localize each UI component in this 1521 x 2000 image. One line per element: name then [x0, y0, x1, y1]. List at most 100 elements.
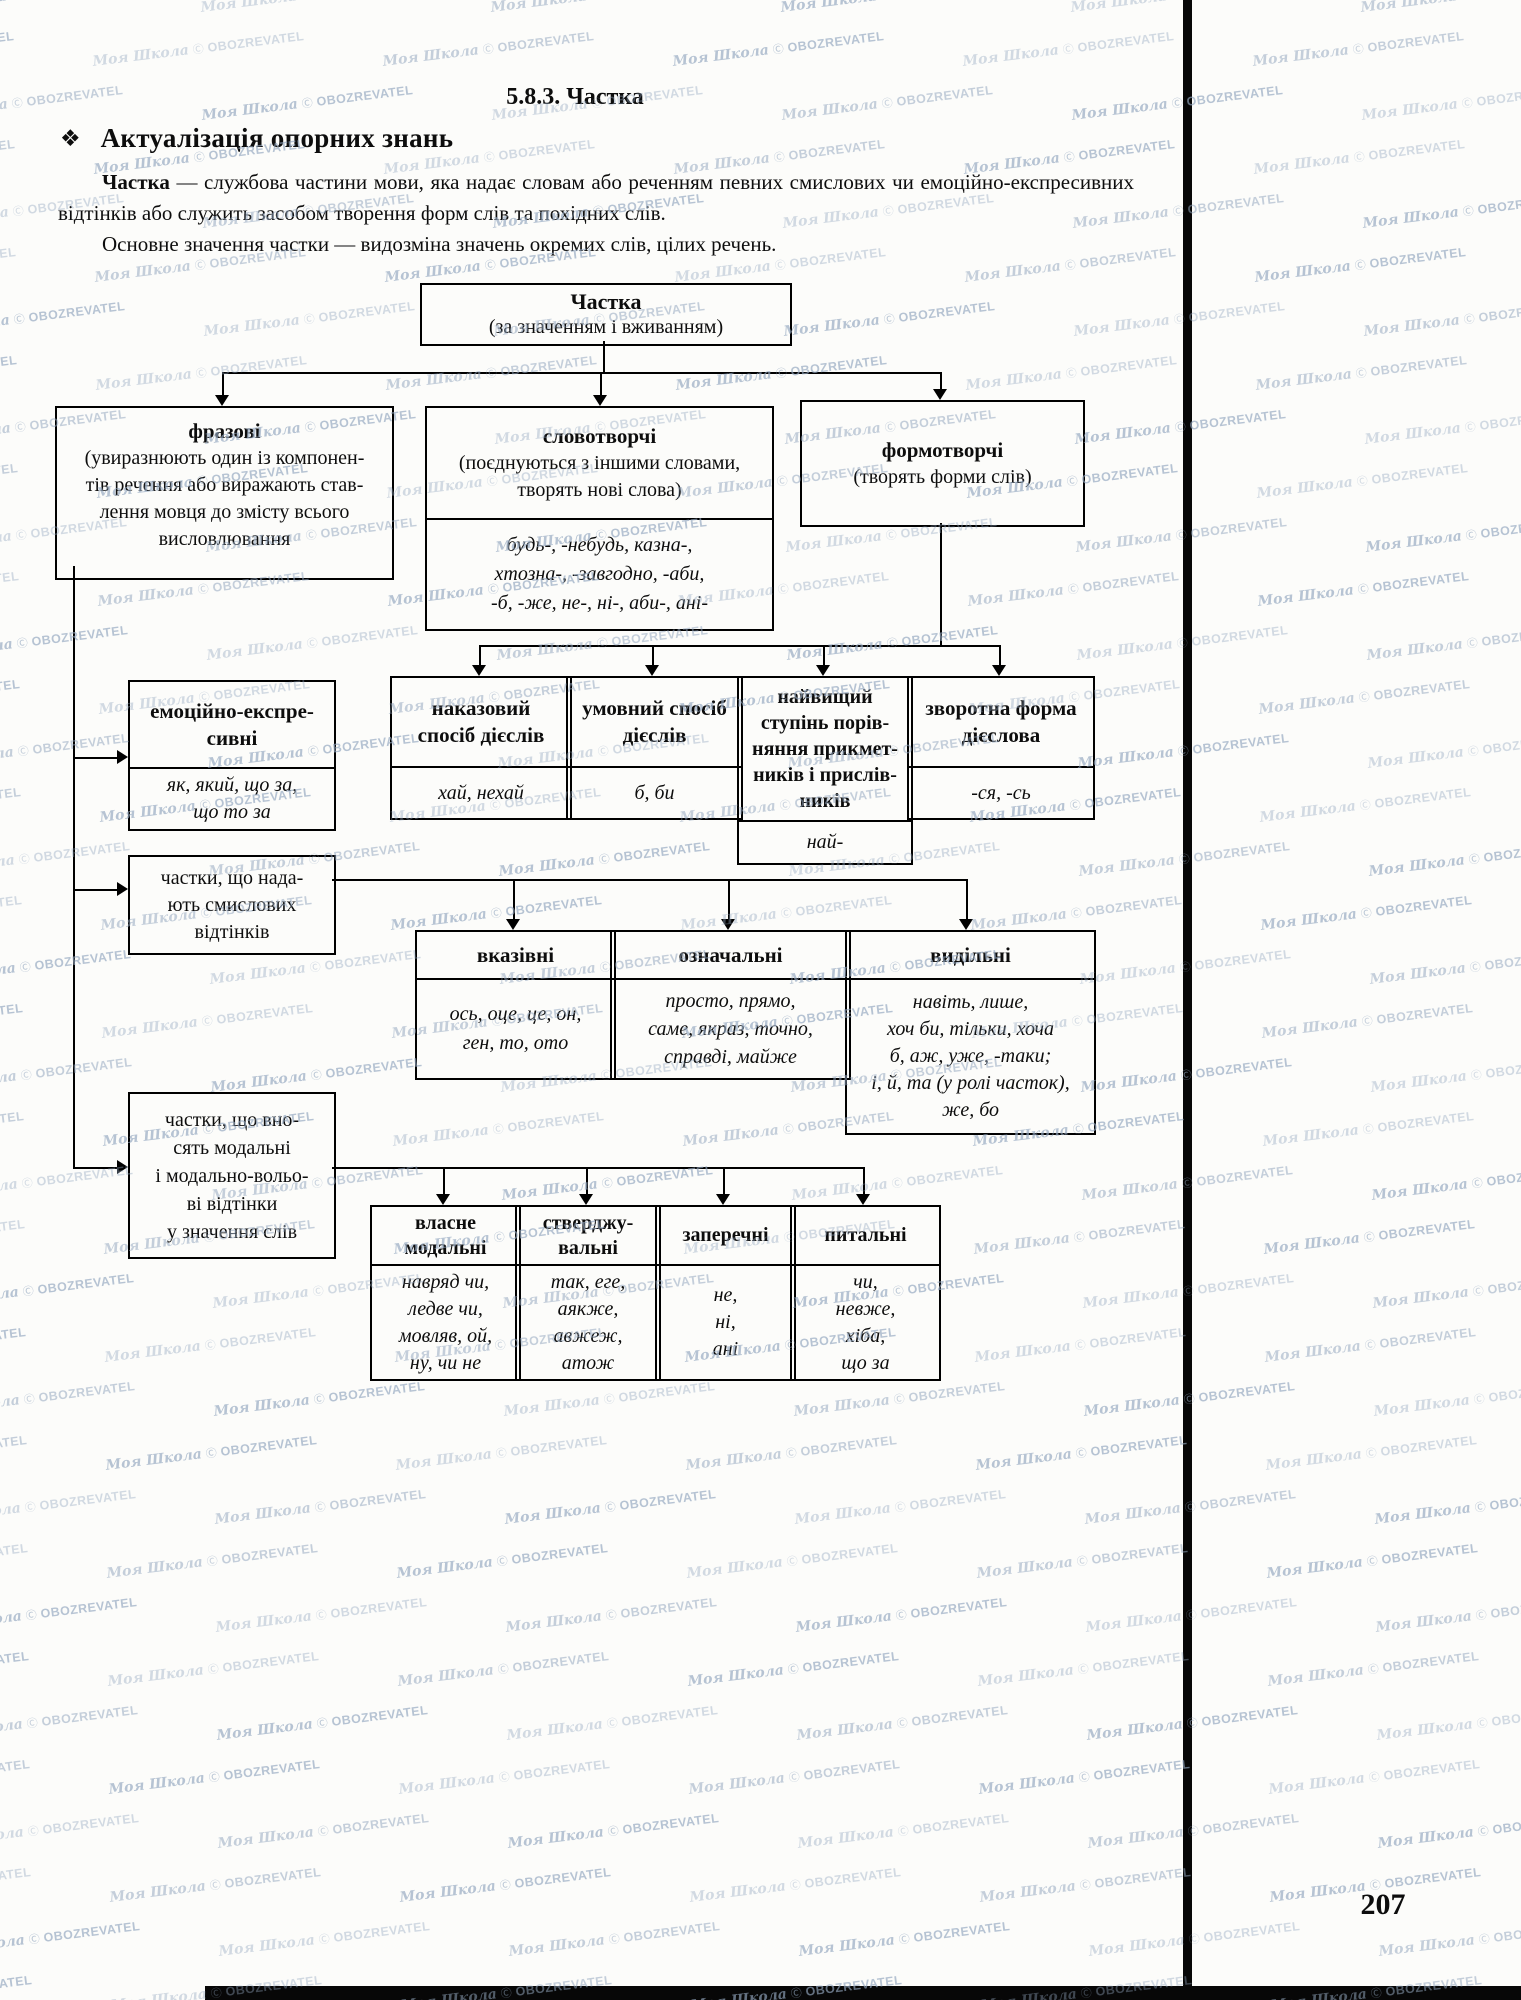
node-zaperechni-head: заперечні [657, 1207, 794, 1264]
node-emotsiini-title: емоційно-експре- сивні [150, 698, 314, 750]
node-umovnyi-examples: б, би [568, 766, 741, 818]
connector-modalni-rail [332, 1167, 863, 1169]
connector-to-emotsiini [73, 757, 117, 759]
node-chastky-modalni: частки, що вно- сять модальні і модально… [128, 1092, 336, 1259]
node-pytalni-title: питальні [824, 1224, 907, 1246]
node-pytalni-head: питальні [792, 1207, 939, 1264]
node-slovotvorchi-head: словотворчі (поєднуються з іншими словам… [427, 408, 772, 518]
node-vydilni-title: видільні [930, 942, 1011, 967]
node-zaperechni: заперечні не, ні, ані [655, 1205, 796, 1381]
connector-level1-rail [222, 372, 940, 374]
arrowhead-right-icon [117, 1160, 128, 1174]
node-zvorotna-head: зворотна форма дієслова [909, 678, 1093, 766]
node-formotvorchi-desc: (творять форми слів) [853, 465, 1032, 488]
connector-to-stverdzhuvalni [586, 1167, 588, 1194]
arrowhead-right-icon [117, 750, 128, 764]
intro-paragraph: Частка — службова частини мови, яка нада… [58, 167, 1134, 229]
node-oznachalni-title: означальні [678, 942, 783, 967]
node-slovotvorchi-examples: будь-, -небудь, казна-, хтозна-, -завгод… [427, 518, 772, 629]
node-nakazovyi-sposib: наказовий спосіб дієслів хай, нехай [390, 676, 572, 820]
node-naivyshchyi-stupin: найвищий ступінь порів- няння прикмет- н… [737, 676, 913, 865]
node-oznachalni: означальні просто, прямо, саме, якраз, т… [610, 930, 851, 1080]
connector-to-vydilni [966, 879, 968, 919]
node-formotvorchi: формотворчі (творять форми слів) [800, 400, 1085, 527]
node-umovnyi-title: умовний спосіб дієслів [582, 696, 727, 747]
connector-to-formotvorchi [940, 372, 942, 389]
node-emotsiini-head: емоційно-експре- сивні [130, 682, 334, 767]
node-stverdzhuvalni-title: стверджу- вальні [542, 1211, 634, 1259]
node-pytalni-examples: чи, невже, хіба, що за [792, 1264, 939, 1379]
connector-form-rail [479, 645, 999, 647]
node-zvorotna-forma: зворотна форма дієслова -ся, -сь [907, 676, 1095, 820]
connector-smyslovi-rail [332, 879, 968, 881]
node-vkazivni-examples: ось, оце, це, он, ген, то, ото [417, 978, 614, 1078]
connector-to-modalni [73, 1167, 117, 1169]
node-oznachalni-head: означальні [612, 932, 849, 978]
arrowhead-right-icon [117, 882, 128, 896]
node-naivyshchyi-examples: най- [739, 820, 911, 863]
node-pytalni: питальні чи, невже, хіба, що за [790, 1205, 941, 1381]
arrowhead-down-icon [436, 1194, 450, 1205]
arrowhead-down-icon [856, 1194, 870, 1205]
node-zvorotna-examples: -ся, -сь [909, 766, 1093, 818]
arrowhead-down-icon [472, 665, 486, 676]
node-vydilni-examples: навіть, лише, хоч би, тільки, хоча б, аж… [847, 978, 1094, 1133]
node-slovotvorchi-title: словотворчі [542, 423, 657, 448]
node-nakazovyi-head: наказовий спосіб дієслів [392, 678, 570, 766]
node-emotsiini-examples: як, який, що за, що то за [130, 767, 334, 829]
connector-to-naivyshchyi [823, 645, 825, 665]
node-slovotvorchi-desc: (поєднуються з іншими словами, творять н… [458, 451, 741, 501]
node-frazovi-desc: (увиразнюють один із компонен- тів речен… [84, 447, 365, 550]
arrowhead-down-icon [215, 395, 229, 406]
arrowhead-down-icon [593, 395, 607, 406]
page-number: 207 [1360, 1888, 1406, 1921]
connector-frazovi-stem [73, 566, 75, 1169]
arrowhead-down-icon [579, 1194, 593, 1205]
node-chastky-smyslovi: частки, що нада- ють смислових відтінків [128, 855, 336, 955]
node-nakazovyi-examples: хай, нехай [392, 766, 570, 818]
arrowhead-down-icon [645, 665, 659, 676]
node-umovnyi-head: умовний спосіб дієслів [568, 678, 741, 766]
node-formotvorchi-title: формотворчі [881, 437, 1004, 462]
arrowhead-down-icon [716, 1194, 730, 1205]
diamond-bullet-icon: ❖ [60, 125, 81, 152]
connector-formotvorchi-stem [940, 523, 942, 645]
node-slovotvorchi: словотворчі (поєднуються з іншими словам… [425, 406, 774, 631]
node-zaperechni-examples: не, ні, ані [657, 1264, 794, 1379]
node-zaperechni-title: заперечні [682, 1224, 769, 1246]
node-stverdzhuvalni-examples: так, еге, аякже, авжеж, атож [517, 1264, 659, 1379]
connector-to-zvorotna [999, 645, 1001, 665]
node-vkazivni-title: вказівні [476, 942, 555, 967]
node-zvorotna-title: зворотна форма дієслова [925, 696, 1077, 747]
node-frazovi-title: фразові [188, 419, 261, 443]
node-vkazivni-head: вказівні [417, 932, 614, 978]
node-emotsiino-ekspresyvni: емоційно-експре- сивні як, який, що за, … [128, 680, 336, 831]
node-vlasne-modalni-head: власне модальні [372, 1207, 519, 1264]
node-naivyshchyi-title: найвищий ступінь порів- няння прикмет- н… [752, 686, 898, 812]
node-vydilni-head: видільні [847, 932, 1094, 978]
scan-edge-bottom [205, 1986, 1521, 2000]
connector-to-vkazivni [513, 879, 515, 919]
node-chastky-modalni-label: частки, що вно- сять модальні і модально… [155, 1108, 309, 1243]
node-umovnyi-sposib: умовний спосіб дієслів б, би [566, 676, 743, 820]
connector-to-slovotvorchi [600, 372, 602, 395]
node-stverdzhuvalni: стверджу- вальні так, еге, аякже, авжеж,… [515, 1205, 661, 1381]
node-nakazovyi-title: наказовий спосіб дієслів [417, 696, 545, 747]
connector-to-vlasne-modalni [443, 1167, 445, 1194]
scan-edge-right [1183, 0, 1192, 2000]
node-naivyshchyi-head: найвищий ступінь порів- няння прикмет- н… [739, 678, 911, 820]
connector-to-oznachalni [728, 879, 730, 919]
connector-to-umovnyi [652, 645, 654, 665]
node-root-title: Частка [570, 289, 642, 314]
connector-to-zaperechni [723, 1167, 725, 1194]
arrowhead-down-icon [721, 919, 735, 930]
node-vlasne-modalni-title: власне модальні [404, 1211, 487, 1259]
node-vlasne-modalni-examples: навряд чи, ледве чи, мовляв, ой, ну, чи … [372, 1264, 519, 1379]
connector-root-stem [603, 341, 605, 372]
intro-paragraph-2: Основне значення частки — видозміна знач… [102, 232, 777, 256]
connector-to-frazovi [222, 372, 224, 395]
node-vlasne-modalni: власне модальні навряд чи, ледве чи, мов… [370, 1205, 521, 1381]
arrowhead-down-icon [992, 665, 1006, 676]
